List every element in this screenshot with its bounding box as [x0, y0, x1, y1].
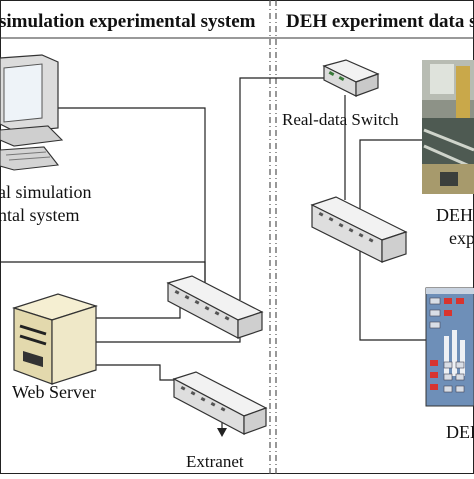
link-hub-to-switch: [239, 77, 330, 300]
lan-switch-icon: [310, 196, 408, 263]
right-section-title: DEH experiment data s: [286, 11, 474, 32]
extranet-switch-icon: [172, 371, 268, 435]
extranet-arrow-icon: [217, 428, 227, 437]
link-server-to-extranet: [95, 364, 180, 381]
real-data-switch-icon: [322, 59, 380, 97]
left-section-title: simulation experimental system: [0, 11, 256, 32]
link-pc-to-hub: [45, 107, 206, 292]
web-server-icon: [12, 293, 98, 385]
link-left-edge: [0, 261, 206, 292]
web-server-label: Web Server: [12, 382, 97, 402]
link-server-to-hub: [95, 298, 181, 319]
deh-experiment-photo: [422, 60, 474, 194]
simulation-system-label-line2: ntal system: [0, 205, 80, 225]
link-switch-to-deh-top: [359, 139, 430, 218]
simulation-system-label-line1: al simulation: [0, 182, 92, 202]
real-data-switch-label: Real-data Switch: [282, 110, 399, 129]
deh-control-panel-screen: [425, 287, 474, 407]
deh-top-label: DEH: [436, 205, 473, 225]
extranet-label: Extranet: [186, 452, 244, 471]
link-switch-to-deh-panel: [359, 240, 430, 341]
hub-switch-icon: [166, 275, 264, 339]
link-server-to-hub-2: [95, 326, 241, 343]
deh-bottom-label: DEH: [446, 422, 474, 442]
deh-top-label-line2: exp: [449, 228, 474, 248]
desktop-computer-icon: [0, 54, 64, 171]
